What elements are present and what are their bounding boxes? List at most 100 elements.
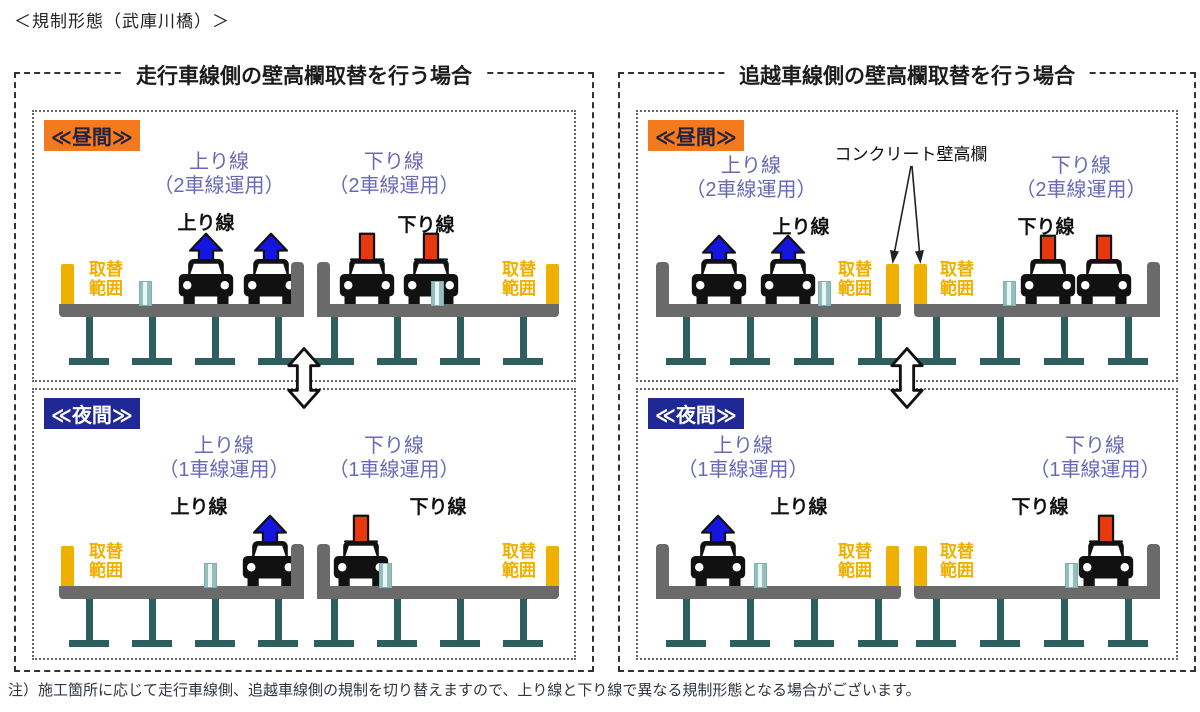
median-wall bbox=[291, 262, 304, 317]
bridge-deck bbox=[914, 304, 1160, 317]
down-line-label: 下り線 bbox=[1065, 435, 1125, 457]
up-line-group-label: 上り線 （1車線運用） bbox=[158, 434, 289, 483]
bridge-pier bbox=[132, 599, 172, 647]
up-line-group-label: 上り線 （2車線運用） bbox=[685, 154, 816, 203]
daytime-box: ≪昼間≫ 上り線 （2車線運用） 下り線 （2車線運用） 上り線 下り線 取替 … bbox=[32, 110, 576, 382]
outer-wall bbox=[656, 544, 669, 599]
nighttime-badge: ≪夜間≫ bbox=[44, 398, 140, 429]
down-line-bold-label: 下り線 bbox=[397, 215, 455, 236]
outer-wall bbox=[1147, 262, 1160, 317]
bridge-pier bbox=[730, 599, 770, 647]
down-line-bold-label: 下り線 bbox=[409, 497, 467, 518]
bridge-pier bbox=[377, 317, 417, 365]
bridge-pier bbox=[69, 317, 109, 365]
lane-count-label: （1車線運用） bbox=[328, 459, 460, 482]
bridge-pier bbox=[980, 317, 1020, 365]
up-line-bold-label: 上り線 bbox=[177, 213, 235, 234]
bridge-deck bbox=[59, 304, 304, 317]
lane-count-label: （1車線運用） bbox=[677, 459, 809, 482]
swap-arrow-icon bbox=[285, 345, 323, 411]
car-icon bbox=[176, 258, 236, 305]
lane-count-label: （2車線運用） bbox=[1015, 179, 1147, 202]
bridge-pier bbox=[195, 317, 235, 365]
up-line-label: 上り線 bbox=[713, 435, 773, 457]
replacement-range-label: 取替 範囲 bbox=[89, 260, 123, 299]
daytime-badge: ≪昼間≫ bbox=[648, 120, 744, 151]
down-line-group-label: 下り線 （1車線運用） bbox=[1029, 434, 1160, 483]
lane-delineator bbox=[139, 281, 152, 306]
lane-delineator bbox=[754, 563, 767, 588]
down-line-label: 下り線 bbox=[1051, 155, 1111, 177]
lane-delineator bbox=[1003, 281, 1016, 306]
car-icon bbox=[688, 540, 748, 587]
bridge-piers bbox=[34, 112, 574, 380]
median-wall bbox=[317, 544, 330, 599]
bridge-pier bbox=[858, 599, 898, 647]
replacement-bar bbox=[886, 264, 899, 304]
bridge-pier bbox=[195, 599, 235, 647]
down-line-label: 下り線 bbox=[364, 435, 424, 457]
bridge-pier bbox=[132, 317, 172, 365]
down-line-bold-label: 下り線 bbox=[1017, 217, 1075, 238]
bridge-deck bbox=[317, 304, 559, 317]
bridge-pier bbox=[258, 599, 298, 647]
bridge-pier bbox=[666, 599, 706, 647]
up-line-group-label: 上り線 （2車線運用） bbox=[153, 150, 284, 199]
nighttime-box: ≪夜間≫ 上り線 （1車線運用） 下り線 （1車線運用） 上り線 下り線 取替 … bbox=[636, 388, 1178, 660]
footnote: 注）施工箇所に応じて走行車線側、追越車線側の規制を切り替えますので、上り線と下り… bbox=[8, 682, 921, 699]
page-title: ＜規制形態（武庫川橋）＞ bbox=[14, 12, 230, 31]
bridge-pier bbox=[794, 317, 834, 365]
lane-delineator bbox=[431, 281, 444, 306]
swap-arrow-icon bbox=[888, 345, 926, 411]
bridge-pier bbox=[1044, 599, 1084, 647]
bridge-pier bbox=[1108, 317, 1148, 365]
car-icon bbox=[1074, 258, 1134, 305]
bridge-pier bbox=[794, 599, 834, 647]
up-line-label: 上り線 bbox=[189, 151, 249, 173]
replacement-bar bbox=[914, 546, 927, 586]
replacement-bar bbox=[61, 264, 74, 304]
bridge-pier bbox=[916, 599, 956, 647]
down-line-label: 下り線 bbox=[364, 151, 424, 173]
replacement-range-label: 取替 範囲 bbox=[502, 260, 536, 299]
bridge-piers bbox=[34, 390, 574, 658]
bridge-deck bbox=[317, 586, 559, 599]
up-line-bold-label: 上り線 bbox=[772, 217, 830, 238]
lane-count-label: （2車線運用） bbox=[328, 175, 460, 198]
lane-count-label: （2車線運用） bbox=[153, 175, 285, 198]
median-wall bbox=[291, 544, 304, 599]
down-line-group-label: 下り線 （2車線運用） bbox=[1015, 154, 1146, 203]
replacement-bar bbox=[546, 546, 559, 586]
down-line-group-label: 下り線 （1車線運用） bbox=[328, 434, 459, 483]
lane-count-label: （1車線運用） bbox=[1029, 459, 1161, 482]
bridge-deck bbox=[914, 586, 1160, 599]
panel-passing-lane-side: 追越車線側の壁高欄取替を行う場合 ≪昼間≫ コンクリート壁高欄 上り線 （2車線… bbox=[618, 60, 1196, 672]
panel-driving-lane-side: 走行車線側の壁高欄取替を行う場合 ≪昼間≫ 上り線 （2車線運用） 下り線 （2… bbox=[14, 60, 594, 672]
up-line-bold-label: 上り線 bbox=[770, 497, 828, 518]
panel-driving-lane-title: 走行車線側の壁高欄取替を行う場合 bbox=[124, 60, 484, 90]
up-line-group-label: 上り線 （1車線運用） bbox=[677, 434, 808, 483]
car-icon bbox=[758, 258, 818, 305]
replacement-range-label: 取替 範囲 bbox=[940, 260, 974, 299]
daytime-badge: ≪昼間≫ bbox=[44, 120, 140, 151]
bridge-pier bbox=[730, 317, 770, 365]
replacement-range-label: 取替 範囲 bbox=[89, 542, 123, 581]
outer-wall bbox=[656, 262, 669, 317]
lane-delineator bbox=[379, 563, 392, 588]
car-icon bbox=[1076, 540, 1136, 587]
up-line-label: 上り線 bbox=[194, 435, 254, 457]
replacement-bar bbox=[546, 264, 559, 304]
lane-delineator bbox=[818, 281, 831, 306]
down-line-bold-label: 下り線 bbox=[1011, 497, 1069, 518]
up-line-label: 上り線 bbox=[721, 155, 781, 177]
bridge-pier bbox=[440, 317, 480, 365]
replacement-bar bbox=[61, 546, 74, 586]
up-line-bold-label: 上り線 bbox=[170, 497, 228, 518]
bridge-pier bbox=[1108, 599, 1148, 647]
replacement-range-label: 取替 範囲 bbox=[838, 260, 872, 299]
concrete-parapet-label: コンクリート壁高欄 bbox=[834, 145, 988, 164]
replacement-bar bbox=[914, 264, 927, 304]
bridge-pier bbox=[314, 599, 354, 647]
replacement-range-label: 取替 範囲 bbox=[940, 542, 974, 581]
car-icon bbox=[337, 258, 397, 305]
